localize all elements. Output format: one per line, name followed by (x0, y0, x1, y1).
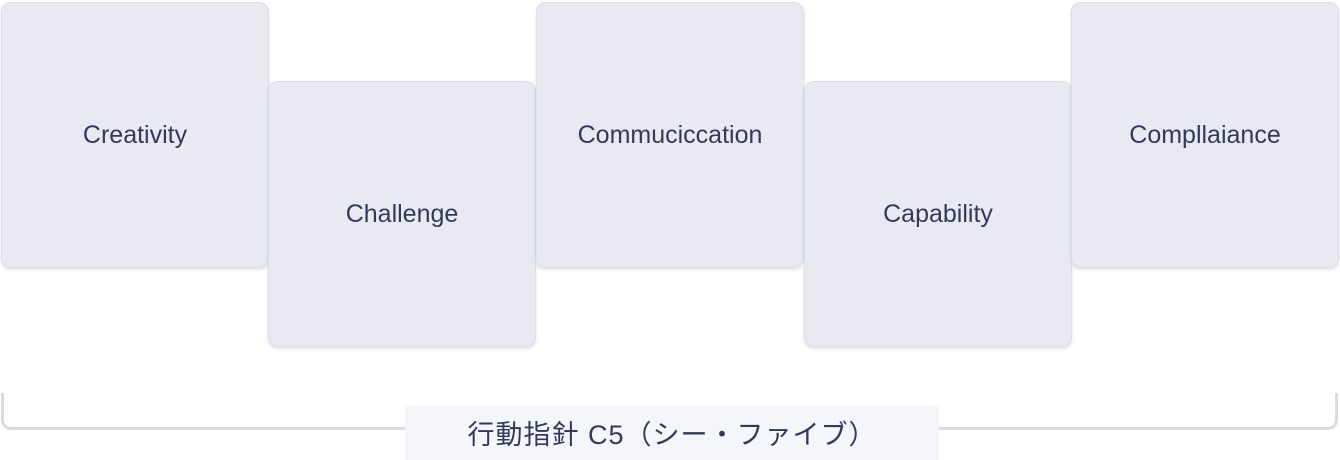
value-card-compliance: Compllaiance (1071, 2, 1339, 268)
value-card-label: Creativity (82, 120, 188, 149)
value-card-capability: Capability (804, 81, 1072, 347)
value-card-label: Challenge (345, 199, 459, 228)
value-card-label: Compllaiance (1129, 120, 1281, 149)
value-card-label: Commuciccation (577, 120, 763, 149)
value-card-label: Capability (883, 199, 993, 228)
value-card-creativity: Creativity (1, 2, 269, 268)
value-card-challenge: Challenge (268, 81, 536, 347)
value-card-communication: Commuciccation (536, 2, 804, 268)
caption-box: 行動指針 C5（シー・ファイブ） (405, 405, 939, 460)
caption-label: 行動指針 C5（シー・ファイブ） (467, 420, 877, 450)
